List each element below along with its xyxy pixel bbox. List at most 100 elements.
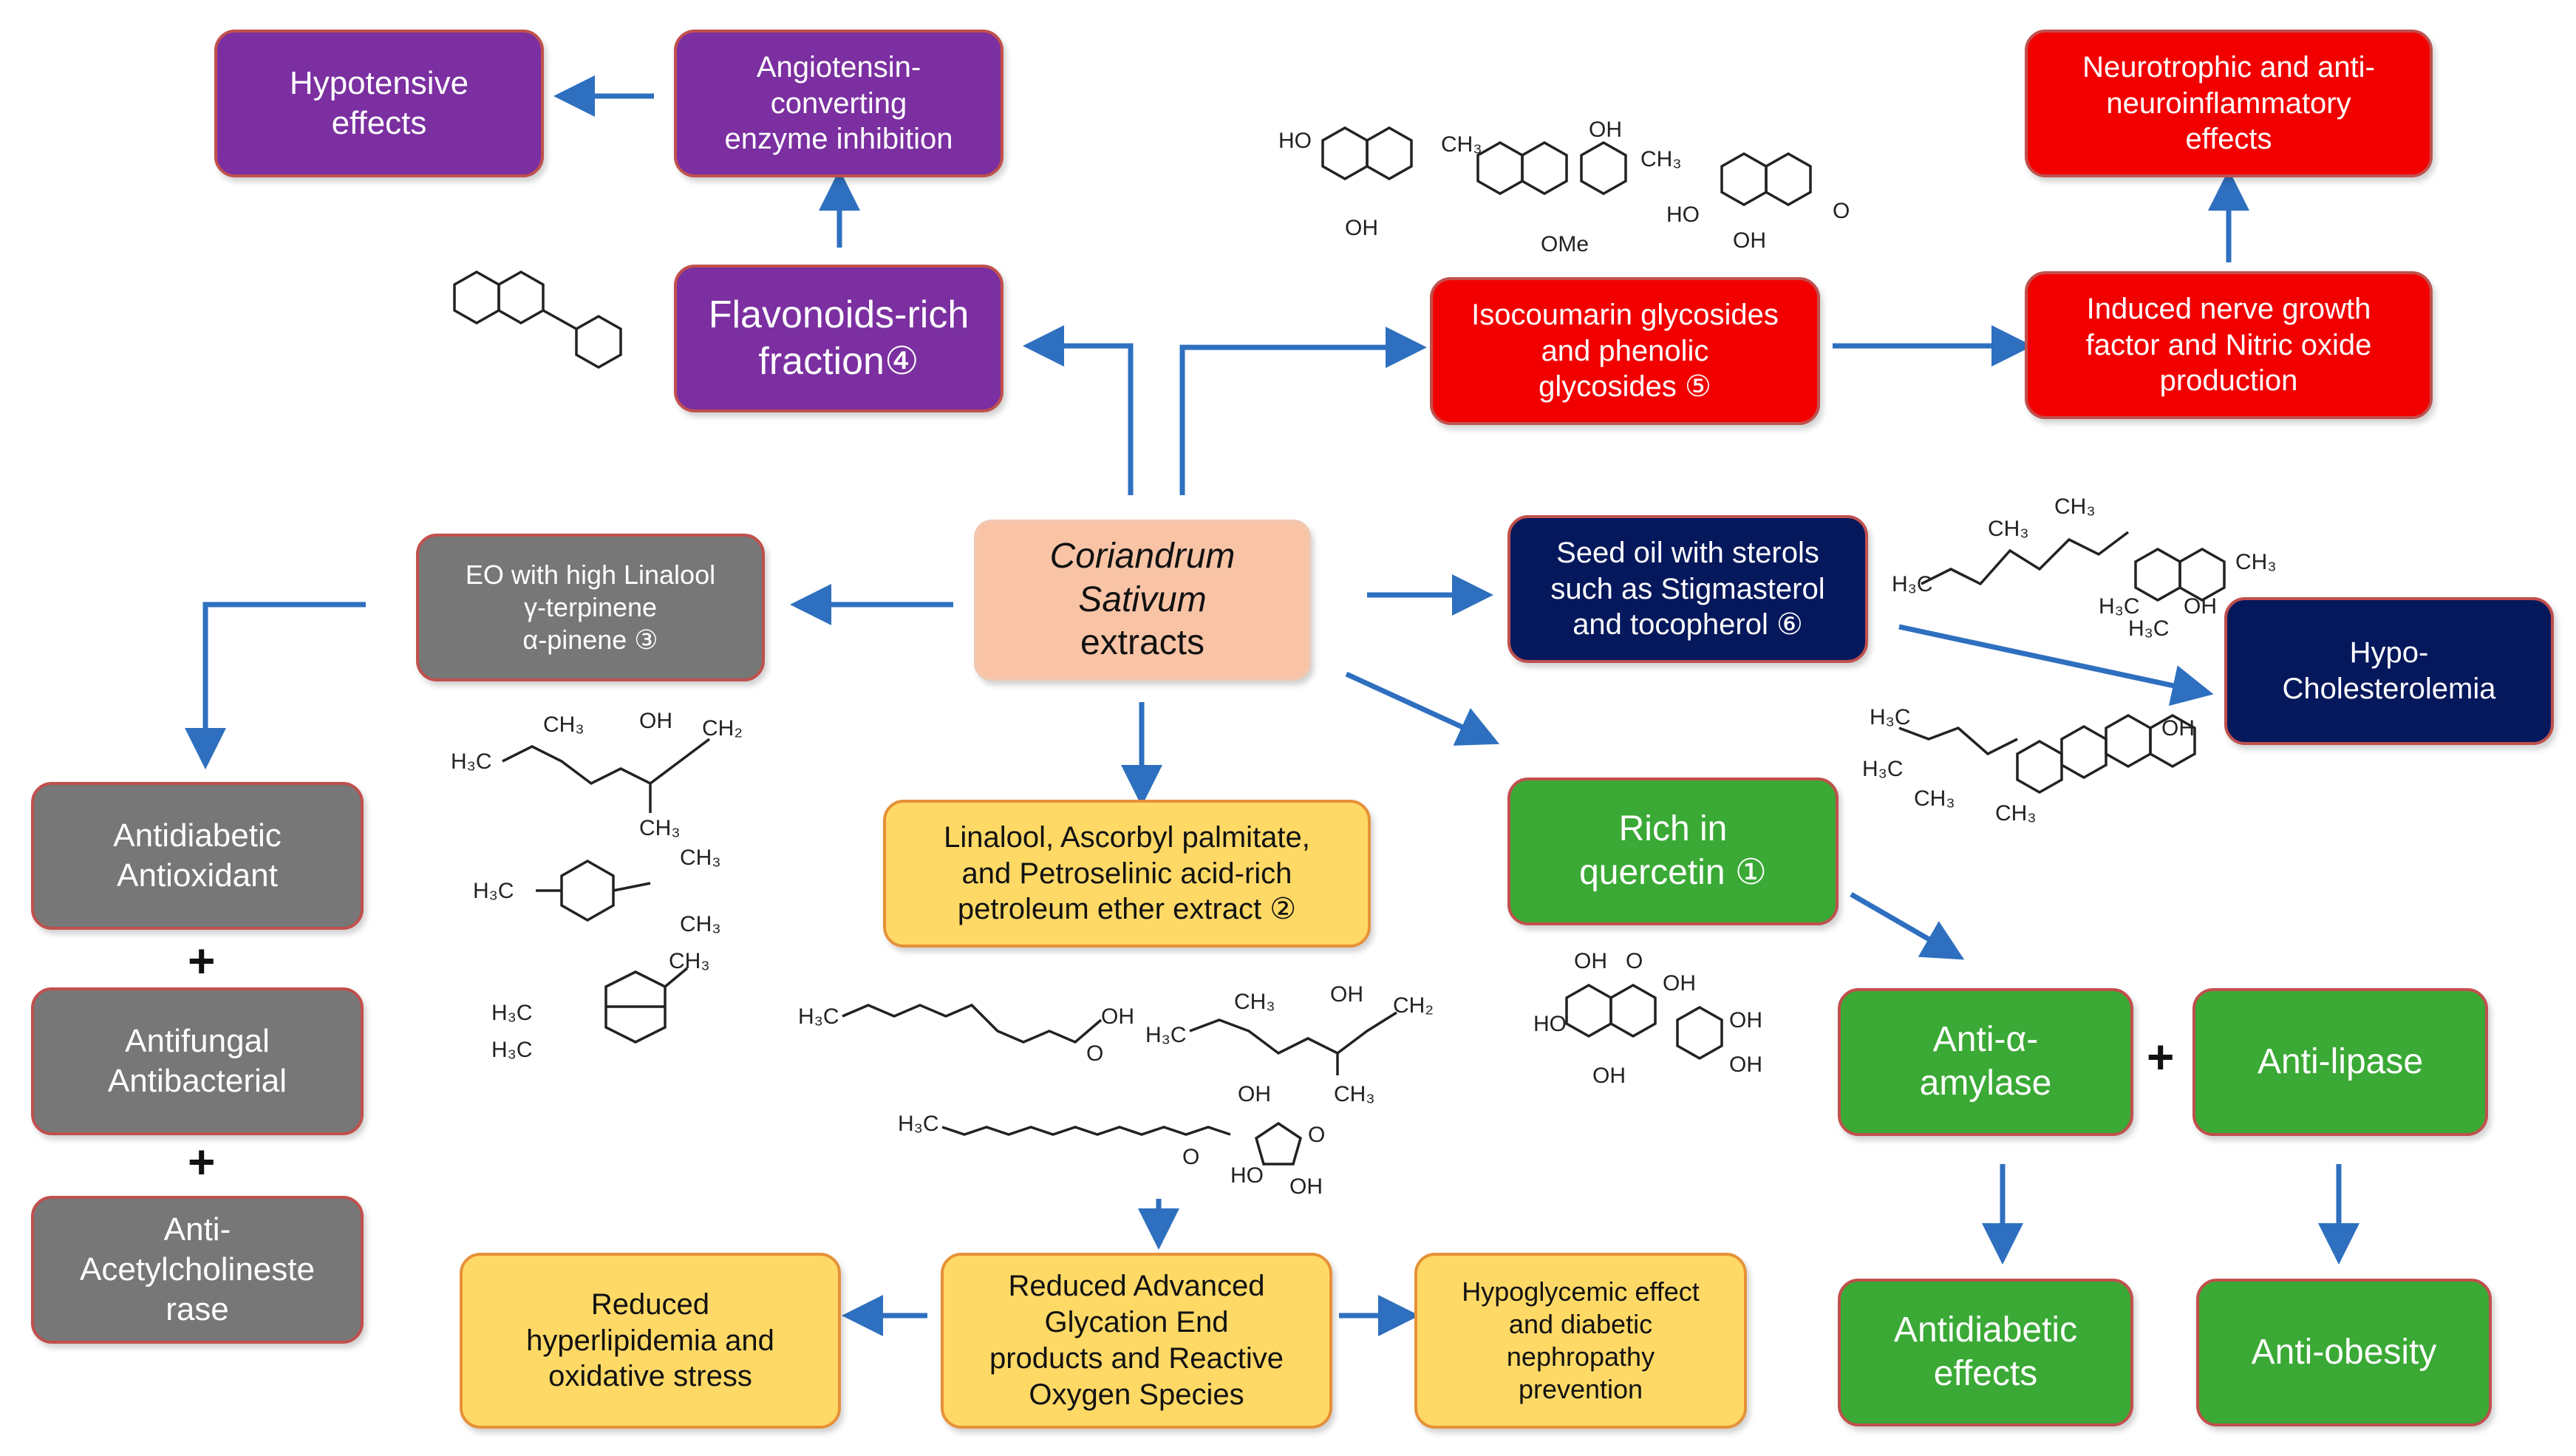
- linalool-structure-2: [1189, 1011, 1397, 1075]
- flavonoids-fraction-box: Flavonoids-rich fraction④: [674, 265, 1004, 412]
- arrow-center-to-quercetin: [1345, 671, 1500, 746]
- chem-label-oh-11: OH: [1574, 949, 1607, 973]
- essential-oil-box: EO with high Linalool γ-terpinene α-pine…: [416, 534, 765, 681]
- chem-label-h3c-12: H₃C: [898, 1112, 939, 1136]
- seed-oil-sterols-box: Seed oil with sterols such as Stigmaster…: [1507, 515, 1868, 663]
- center-title-line1: Coriandrum: [1049, 537, 1236, 576]
- chem-label-oh-12: OH: [1663, 971, 1696, 996]
- reduced-age-ros-box: Reduced Advanced Glycation End products …: [941, 1253, 1332, 1429]
- center-title-line2: Sativum: [1078, 579, 1207, 619]
- anti-obesity-box: Anti-obesity: [2196, 1279, 2492, 1426]
- chem-label-ch3-3: CH₃: [1988, 517, 2029, 541]
- linalool-structure-1: [502, 738, 711, 813]
- chem-label-h3c-7: H₃C: [473, 879, 514, 903]
- chem-label-h3c-2: H₃C: [2099, 594, 2140, 619]
- chem-label-ome: OMe: [1541, 232, 1589, 256]
- chem-label-ch3-4: CH₃: [2054, 494, 2096, 519]
- chem-label-ch3-12: CH₃: [669, 949, 710, 973]
- chem-label-oh-15: OH: [1729, 1052, 1762, 1077]
- chem-label-oh-14: OH: [1729, 1008, 1762, 1033]
- nerve-growth-box: Induced nerve growth factor and Nitric o…: [2025, 271, 2433, 419]
- chem-label-h3c-10: H₃C: [798, 1004, 839, 1029]
- center-title-line3: extracts: [1080, 623, 1205, 663]
- anti-lipase-box: Anti-lipase: [2192, 988, 2488, 1136]
- chem-label-oh-3: OH: [1733, 228, 1766, 253]
- chem-label-oh-13: OH: [1592, 1064, 1626, 1088]
- arrow-center-to-flavonoids: [1023, 325, 1134, 495]
- arrow-eo-to-antidiabetic: [185, 602, 366, 769]
- chem-label-ho-2: HO: [1666, 203, 1700, 227]
- chem-label-ch3-13: CH₃: [1234, 990, 1275, 1014]
- stigmasterol-structure: [1898, 713, 2196, 795]
- antifungal-antibacterial-box: Antifungal Antibacterial: [31, 987, 364, 1135]
- isocoumarin-glycosides-box: Isocoumarin glycosides and phenolic glyc…: [1430, 277, 1820, 425]
- tocopherol-structure: [1921, 531, 2226, 602]
- chem-label-h3c-11: H₃C: [1145, 1023, 1187, 1047]
- hypotensive-effects-box: Hypotensive effects: [214, 30, 544, 177]
- chem-label-oh-7: OH: [1101, 1004, 1134, 1029]
- chem-label-h3c-5: H₃C: [1862, 757, 1904, 781]
- chem-label-h3c-3: H₃C: [2128, 616, 2170, 641]
- coriandrum-extracts-box: Coriandrum Sativum extracts: [974, 520, 1311, 681]
- chem-label-oh-9: OH: [1238, 1082, 1271, 1106]
- chem-label-h3c-6: H₃C: [451, 749, 492, 774]
- chem-label-ch2-2: CH₂: [1393, 993, 1434, 1018]
- antidiabetic-antioxidant-box: Antidiabetic Antioxidant: [31, 782, 364, 930]
- ace-inhibition-box: Angiotensin- converting enzyme inhibitio…: [674, 30, 1004, 177]
- rich-in-quercetin-box: Rich in quercetin ①: [1507, 778, 1839, 925]
- plus-sign-green: +: [2147, 1030, 2175, 1084]
- chem-label-ch3-6: CH₃: [1914, 786, 1955, 811]
- chem-label-h3c-4: H₃C: [1870, 705, 1911, 729]
- chem-label-ho-4: HO: [1533, 1012, 1567, 1036]
- pinene-structure: [604, 967, 689, 1044]
- chem-label-o-4: O: [1182, 1145, 1199, 1169]
- isocoumarin-structure-2: [1476, 140, 1627, 196]
- chem-label-oh-6: OH: [639, 709, 672, 733]
- quercetin-structure: [1565, 983, 1723, 1061]
- chem-label-oh-5: OH: [2161, 716, 2195, 741]
- chem-label-oh-10: OH: [1289, 1174, 1323, 1199]
- chem-label-ch3-9: CH₃: [639, 816, 681, 840]
- chem-label-o-5: O: [1626, 949, 1643, 973]
- ascorbyl-palmitate-structure: [941, 1121, 1303, 1166]
- coumarin-structure: [1720, 152, 1812, 207]
- linalool-extract-box: Linalool, Ascorbyl palmitate, and Petros…: [883, 800, 1371, 948]
- chem-label-o-3: O: [1308, 1123, 1325, 1147]
- chem-label-ch3-7: CH₃: [1995, 801, 2037, 826]
- chem-label-oh-2: OH: [1589, 118, 1622, 142]
- hypoglycemic-effect-box: Hypoglycemic effect and diabetic nephrop…: [1414, 1253, 1747, 1429]
- arrow-seedoil-to-hypochol: [1898, 624, 2214, 707]
- chem-label-ch2-1: CH₂: [702, 716, 743, 741]
- chem-label-ch3-5: CH₃: [2235, 550, 2277, 574]
- anti-acetylcholinesterase-box: Anti- Acetylcholineste rase: [31, 1196, 364, 1344]
- chem-label-o-1: O: [1833, 199, 1850, 223]
- chem-label-ch3-1: CH₃: [1441, 132, 1482, 157]
- chem-label-ch3-2: CH₃: [1640, 147, 1682, 171]
- chem-label-oh-1: OH: [1345, 216, 1378, 240]
- chem-label-h3c-9: H₃C: [491, 1038, 533, 1062]
- chem-label-o-2: O: [1086, 1041, 1103, 1066]
- antidiabetic-effects-box: Antidiabetic effects: [1838, 1279, 2133, 1426]
- neurotrophic-effects-box: Neurotrophic and anti- neuroinflammatory…: [2025, 30, 2433, 177]
- arrow-quercetin-to-amylase: [1850, 891, 1965, 960]
- chem-label-ch3-8: CH₃: [543, 712, 585, 737]
- chem-label-ho-3: HO: [1230, 1163, 1264, 1188]
- reduced-hyperlipidemia-box: Reduced hyperlipidemia and oxidative str…: [460, 1253, 841, 1429]
- chem-label-h3c-1: H₃C: [1892, 572, 1933, 596]
- chem-label-oh-4: OH: [2184, 594, 2217, 619]
- isocoumarin-structure-1: [1321, 126, 1413, 181]
- anti-alpha-amylase-box: Anti-α- amylase: [1838, 988, 2133, 1136]
- flavan-structure: [453, 270, 622, 370]
- terpinene-structure: [536, 859, 651, 922]
- chem-label-ch3-10: CH₃: [680, 846, 721, 870]
- chem-label-ho-1: HO: [1278, 129, 1312, 153]
- plus-sign-grey-2: +: [188, 1135, 216, 1188]
- petroselinic-structure: [842, 1003, 1103, 1044]
- chem-label-h3c-8: H₃C: [491, 1001, 533, 1025]
- plus-sign-grey-1: +: [188, 934, 216, 987]
- chem-label-ch3-11: CH₃: [680, 912, 721, 936]
- hypocholesterolemia-box: Hypo- Cholesterolemia: [2224, 597, 2554, 745]
